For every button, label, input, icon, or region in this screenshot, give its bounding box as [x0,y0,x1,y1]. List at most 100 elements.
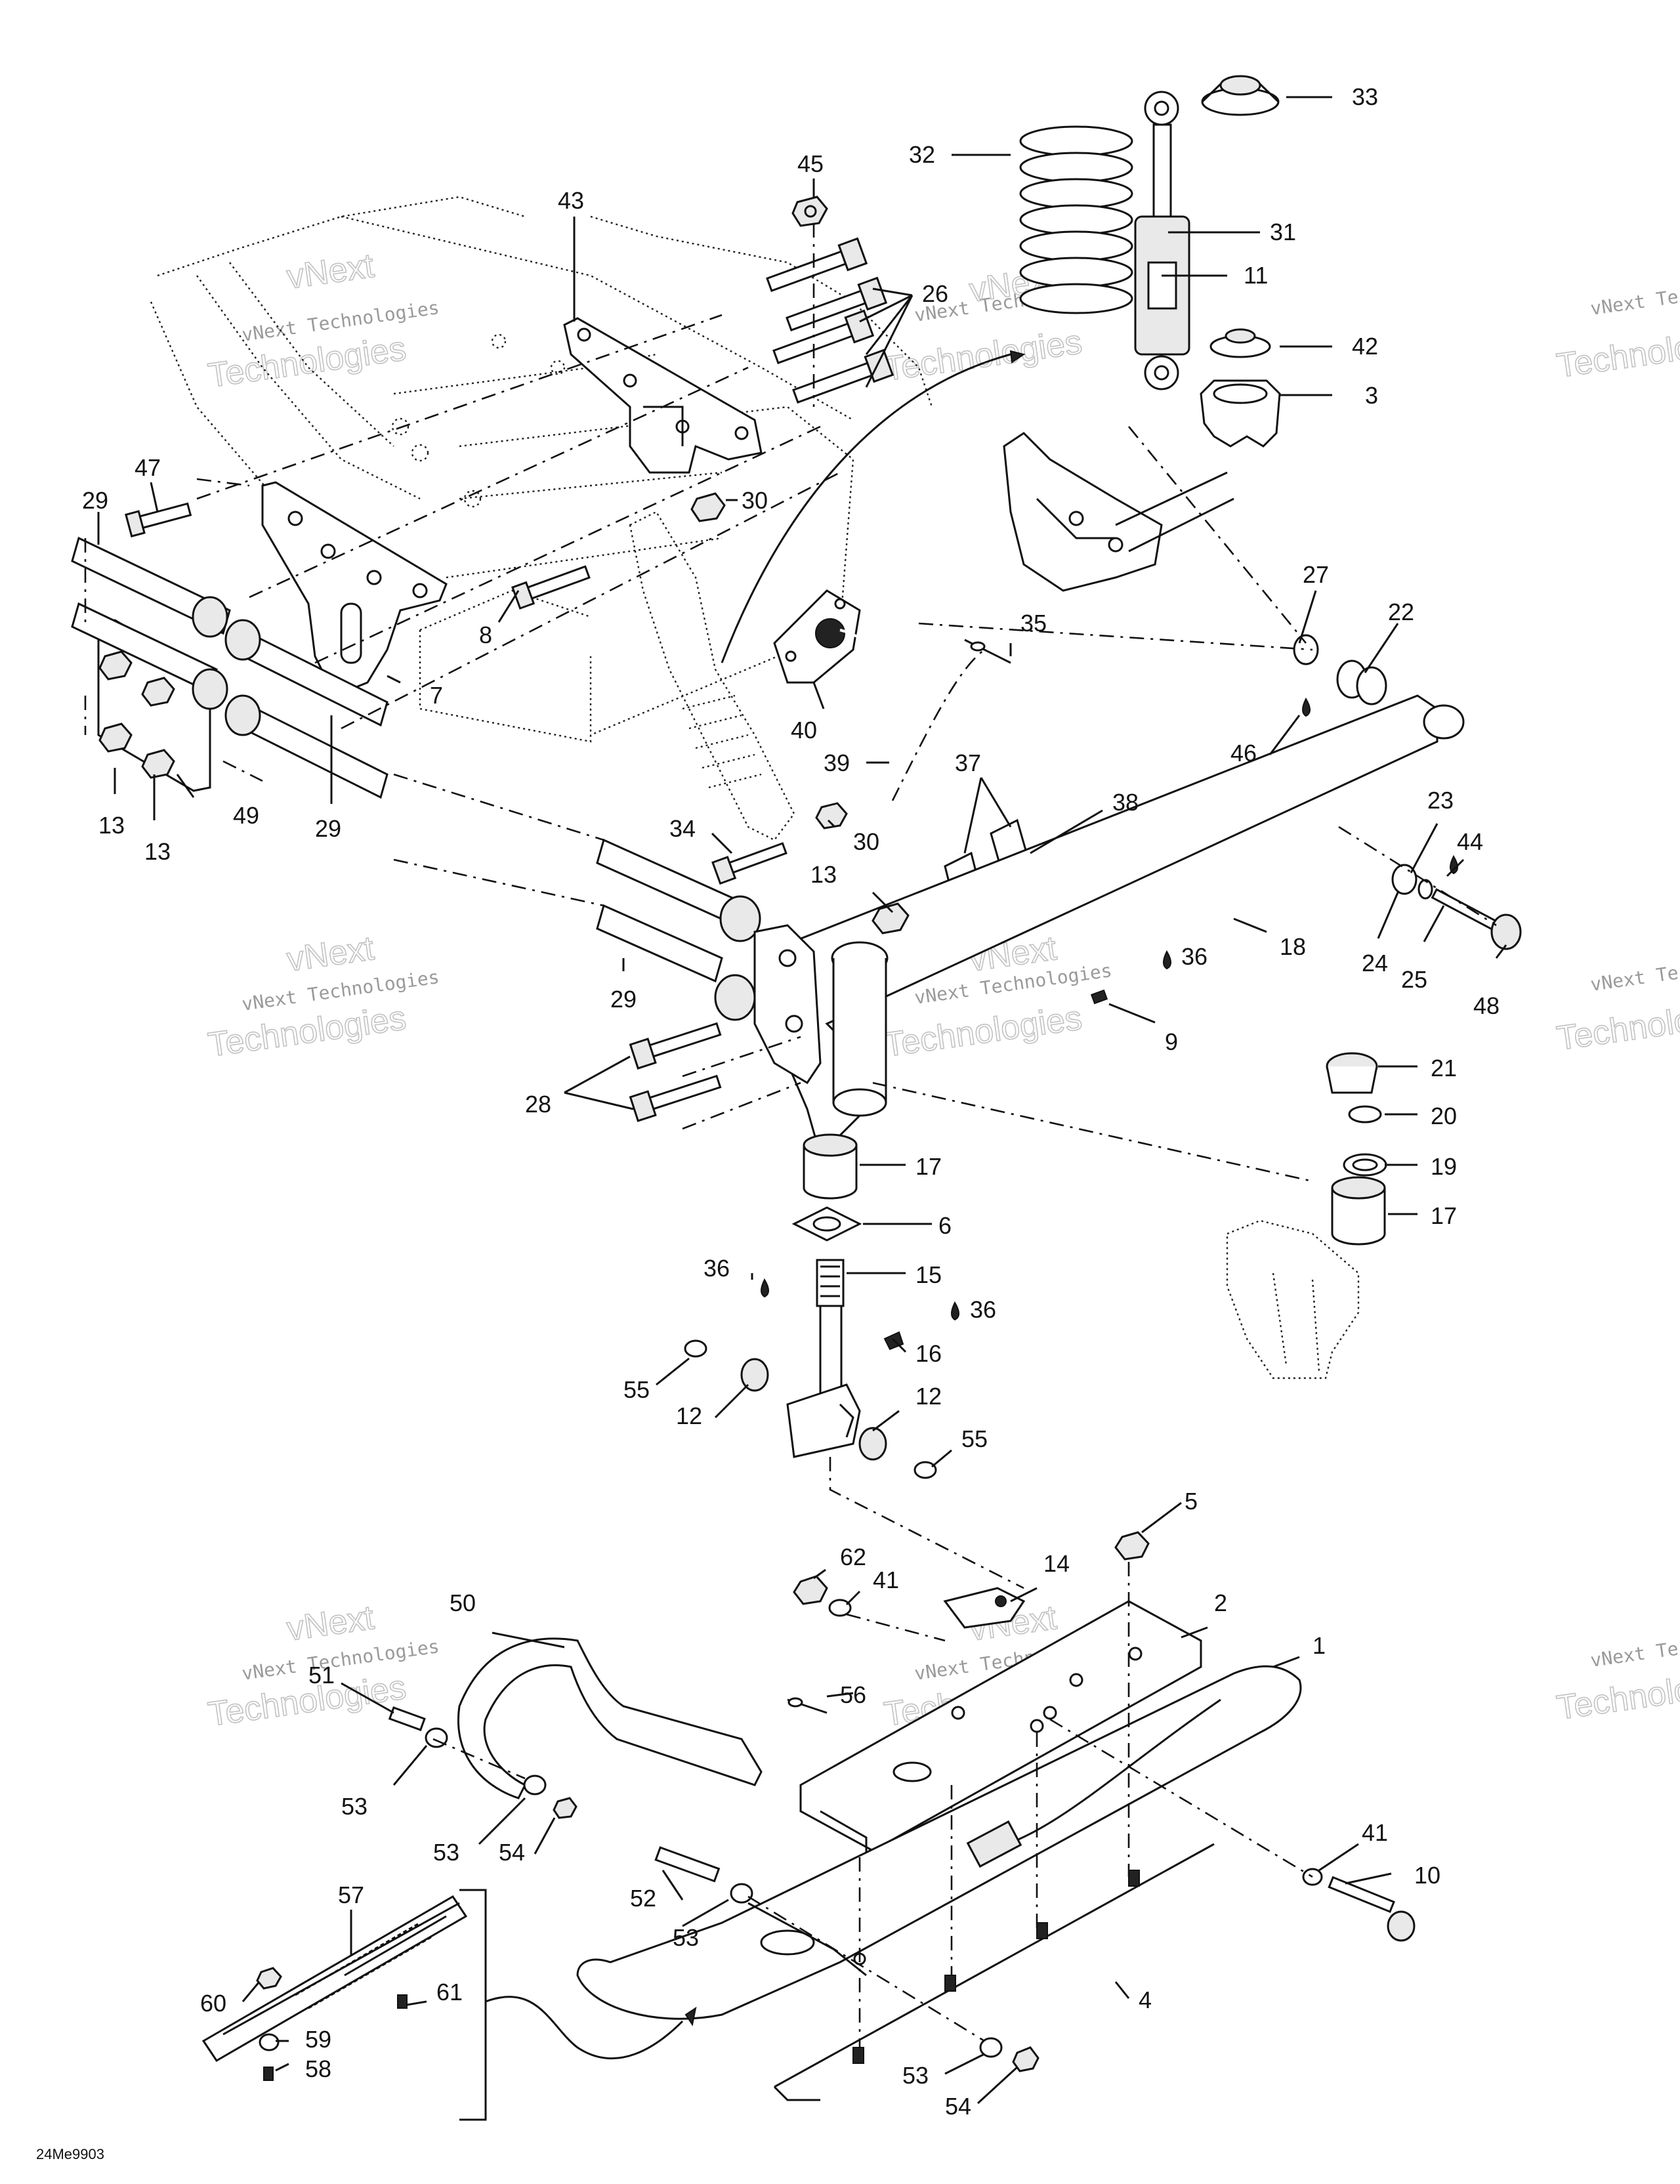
callout-41: 41 [1362,1819,1388,1846]
bolt-34 [711,842,788,885]
washer-19 [1343,1153,1387,1177]
cotter-pin-35 [964,639,1011,664]
plate-6 [791,1206,862,1242]
watermark-text: Technologies [1555,992,1680,1058]
callout-labels: 33 32 45 31 43 11 26 42 3 47 30 29 8 27 … [82,83,1500,2120]
shock-absorber [1134,91,1190,390]
watermark-text: Technologies [882,999,1085,1064]
callout-15: 15 [915,1261,942,1288]
callout-12: 12 [915,1383,942,1410]
tubes-29-center [596,838,761,1021]
callout-55: 55 [623,1376,650,1403]
vehicle-frame-outline [150,196,933,841]
callout-40: 40 [791,717,817,744]
washers-55 [684,1339,937,1479]
callout-53: 53 [902,2062,929,2089]
runner-4 [773,1843,1215,2101]
callout-42: 42 [1352,333,1378,360]
nut-45 [791,196,828,227]
callout-14: 14 [1043,1550,1070,1577]
bolt-8 [511,565,591,610]
grease-fitting-9 [1090,989,1108,1005]
stabilizer-mount-40 [773,589,861,684]
callout-54: 54 [499,1839,525,1866]
callout-18: 18 [1280,933,1306,960]
adjuster-ring [1200,379,1281,448]
watermark-text: vNext Technologies [1589,270,1680,320]
runner-inset [201,1889,697,2121]
callout-28: 28 [525,1091,551,1118]
callout-60: 60 [200,1990,226,2017]
callout-53: 53 [341,1793,368,1820]
callout-37: 37 [955,749,981,776]
callout-12: 12 [676,1402,702,1429]
callout-29: 29 [315,815,341,842]
nut-13-center [872,902,910,934]
bolts-28 [629,1022,722,1122]
spring-seat-lower [1209,328,1271,358]
callout-36: 36 [1181,943,1208,970]
callout-36: 36 [704,1255,730,1282]
callout-30: 30 [853,828,879,855]
a-arm-18 [753,694,1465,1157]
callout-19: 19 [1431,1153,1457,1180]
bolt-47 [125,502,192,537]
callout-55: 55 [961,1425,988,1452]
callout-35: 35 [1020,610,1047,637]
callout-50: 50 [450,1589,476,1616]
callout-27: 27 [1303,561,1329,588]
callout-45: 45 [797,150,824,177]
watermark-text: vNext [285,1599,377,1648]
callout-8: 8 [479,621,492,648]
callout-61: 61 [436,1979,463,2006]
drawing-code: 24Me9903 [36,2146,104,2162]
callout-49: 49 [233,802,259,829]
callout-38: 38 [1112,789,1139,816]
callout-56: 56 [840,1681,866,1708]
spindle-housing-right [1226,1219,1360,1379]
watermark-text: Technologies [206,1668,409,1734]
callout-30: 30 [742,487,768,514]
bracket-43 [563,317,763,474]
callout-22: 22 [1388,598,1414,625]
watermark-group: vNext Technologies Technologies vNext vN… [205,246,1680,1734]
watermark-text: Technologies [206,999,409,1064]
nut-30-upper [690,492,726,522]
callout-52: 52 [630,1885,656,1912]
callout-33: 33 [1352,83,1378,110]
callout-10: 10 [1414,1862,1440,1889]
tubes-29-left [71,536,388,799]
callout-53: 53 [433,1839,459,1866]
callout-39: 39 [824,749,850,776]
callout-20: 20 [1431,1102,1457,1129]
callout-1: 1 [1312,1632,1326,1659]
nuts-13-left [98,650,175,779]
watermark-text: vNext Technologies [1589,1622,1680,1671]
bolt-25-group [1391,864,1522,950]
callout-62: 62 [840,1544,866,1570]
callout-29: 29 [610,986,637,1013]
callout-43: 43 [558,187,584,214]
callout-16: 16 [915,1340,942,1367]
upper-mount-bracket [1003,432,1234,592]
bolt-26-group [766,237,894,404]
nut-30-center [815,802,848,830]
callout-59: 59 [305,2026,331,2053]
callout-6: 6 [938,1212,952,1239]
callout-32: 32 [909,141,935,168]
assembly-lines [84,223,1497,2048]
callout-36: 36 [970,1296,996,1323]
callout-29: 29 [82,487,108,514]
callout-9: 9 [1165,1028,1178,1055]
bolt-10 [1302,1868,1416,1942]
leader-lines [97,96,1507,2105]
bushings-12 [740,1358,887,1461]
bushing-17 [803,1133,858,1200]
coil-spring [1019,125,1133,314]
watermark-text: vNext [285,247,377,297]
grease-drop-icon [761,697,1458,1321]
plate-7 [261,481,448,697]
callout-24: 24 [1362,950,1388,976]
callout-11: 11 [1244,262,1268,289]
watermark-text: vNext Technologies [1589,946,1680,996]
